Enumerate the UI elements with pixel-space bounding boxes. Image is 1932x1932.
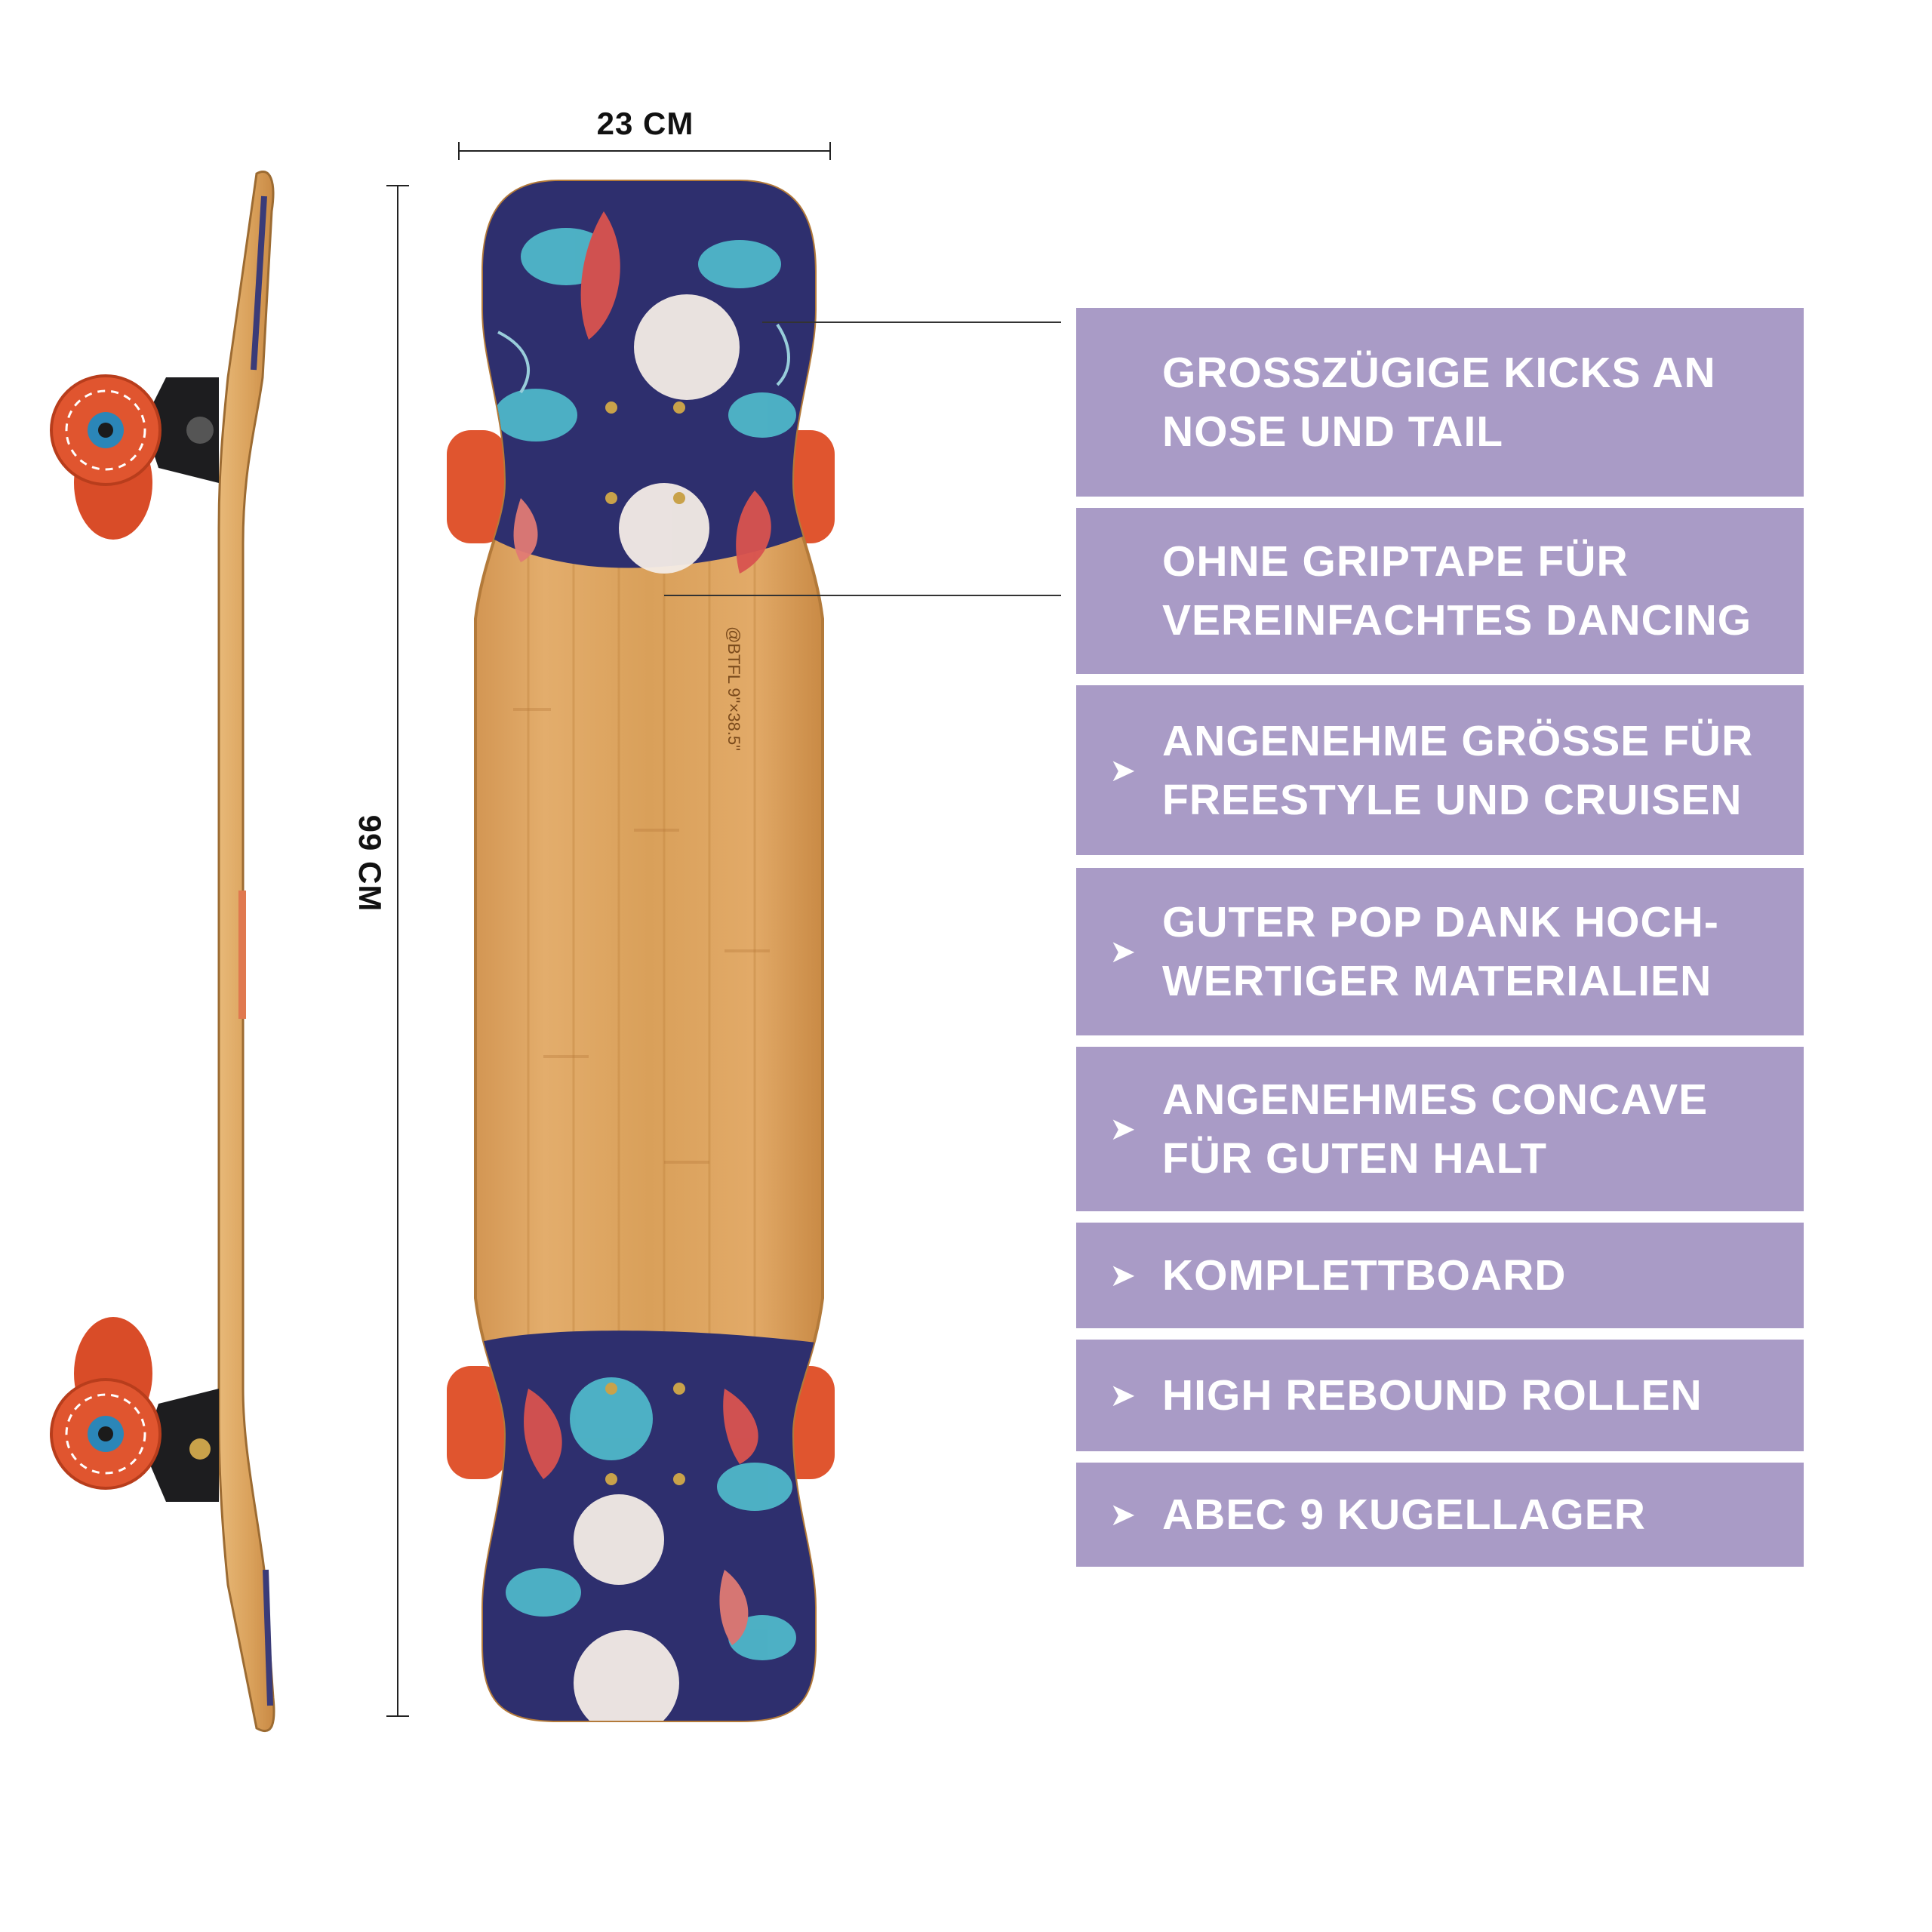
width-dimension-cap-left [458, 142, 460, 160]
length-dimension-cap-bottom [386, 1715, 409, 1717]
feature-panel-bearings: ➤ ABEC 9 KUGELLAGER [1076, 1463, 1804, 1567]
wheel-rear-left [447, 1366, 507, 1479]
bullet-arrow-icon: ➤ [1109, 1257, 1137, 1293]
side-deck-accent [238, 891, 246, 1019]
feature-panel-size: ➤ ANGENEHME GRÖSSE FÜR FREESTYLE UND CRU… [1076, 685, 1804, 855]
feature-text: GROSSZÜGIGE KICKS AN NOSE UND TAIL [1162, 349, 1716, 456]
feature-text: KOMPLETTBOARD [1162, 1251, 1567, 1300]
feature-text: OHNE GRIPTAPE FÜR VEREINFACHTES DANCING [1162, 537, 1752, 645]
width-dimension-label: 23 CM [596, 106, 694, 141]
wheel-front-left [447, 430, 507, 543]
bullet-arrow-icon: ➤ [1109, 1111, 1137, 1146]
width-dimension-cap-right [829, 142, 831, 160]
board-side-view [50, 171, 275, 1733]
bullet-arrow-icon: ➤ [1109, 934, 1137, 969]
bullet-arrow-icon: ➤ [1109, 1377, 1137, 1413]
width-dimension-line [459, 150, 830, 152]
feature-panel-complete: ➤ KOMPLETTBOARD [1076, 1223, 1804, 1328]
side-truck-front [143, 377, 219, 483]
feature-text: ANGENEHMES CONCAVE FÜR GUTEN HALT [1162, 1075, 1709, 1183]
callout-line-griptape [664, 595, 1061, 596]
length-dimension-cap-top [386, 185, 409, 186]
length-dimension-line [397, 185, 398, 1717]
deck-brand-print: @BTFL 9"×38.5" [724, 626, 743, 751]
side-truck-rear [143, 1389, 219, 1502]
bullet-arrow-icon: ➤ [1109, 752, 1137, 788]
feature-panel-pop: ➤ GUTER POP DANK HOCH-WERTIGER MATERIALI… [1076, 868, 1804, 1035]
callout-line-kicks [762, 321, 1061, 323]
feature-panel-concave: ➤ ANGENEHMES CONCAVE FÜR GUTEN HALT [1076, 1047, 1804, 1211]
feature-panel-wheels: ➤ HIGH REBOUND ROLLEN [1076, 1340, 1804, 1451]
board-top-view [447, 180, 835, 1722]
length-dimension-label: 99 CM [352, 814, 388, 912]
feature-panel-griptape: ➤ OHNE GRIPTAPE FÜR VEREINFACHTES DANCIN… [1076, 508, 1804, 674]
feature-panel-kicks: ➤ GROSSZÜGIGE KICKS AN NOSE UND TAIL [1076, 308, 1804, 497]
bullet-arrow-icon: ➤ [1109, 1497, 1137, 1532]
feature-text: ABEC 9 KUGELLAGER [1162, 1491, 1646, 1539]
side-deck [217, 171, 275, 1733]
feature-text: HIGH REBOUND ROLLEN [1162, 1371, 1703, 1420]
feature-text: ANGENEHME GRÖSSE FÜR FREESTYLE UND CRUIS… [1162, 716, 1754, 824]
feature-text: GUTER POP DANK HOCH-WERTIGER MATERIALIEN [1162, 898, 1719, 1005]
